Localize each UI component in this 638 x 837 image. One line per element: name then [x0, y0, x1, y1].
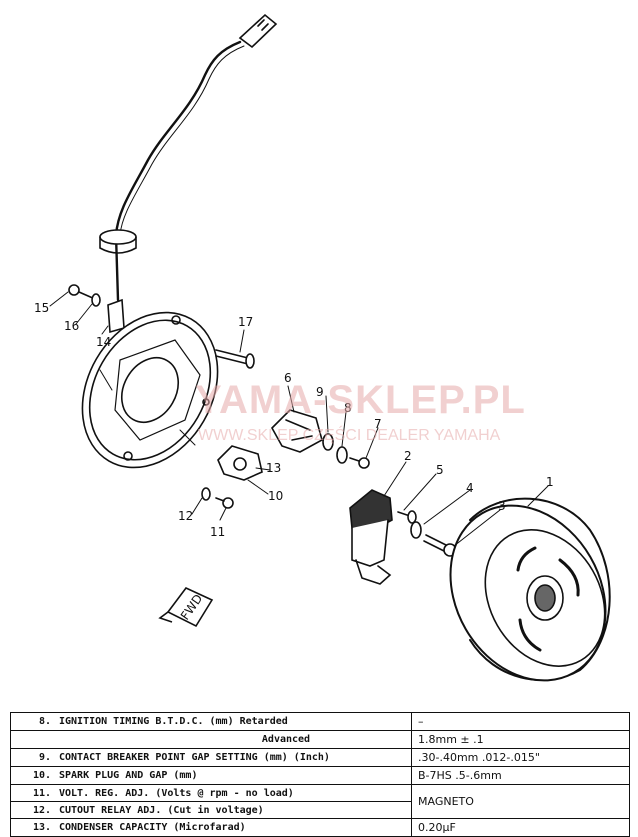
flywheel-rotor [449, 497, 611, 682]
table-row: 13.CONDENSER CAPACITY (Microfarad) 0.20µ… [10, 818, 630, 837]
callout-15: 15 [34, 301, 49, 315]
washer-12 [201, 487, 211, 501]
table-row: 10.SPARK PLUG AND GAP (mm) B-7HS .5-.6mm [10, 766, 630, 785]
bolt-15 [68, 284, 101, 307]
wire-clamp [107, 298, 125, 334]
spec-label: Advanced [10, 730, 412, 749]
spec-label: 11.VOLT. REG. ADJ. (Volts @ rpm - no loa… [10, 784, 412, 802]
callout-2: 2 [404, 449, 412, 463]
spec-label: 13.CONDENSER CAPACITY (Microfarad) [10, 818, 412, 837]
exploded-diagram: FWD 1 2 3 4 5 6 7 8 9 10 11 12 13 14 15 … [34, 13, 611, 682]
lead-wire [114, 40, 242, 302]
spec-value: – [411, 712, 630, 731]
washer-4 [410, 521, 422, 539]
callout-11: 11 [210, 525, 225, 539]
table-row: 8.IGNITION TIMING B.T.D.C. (mm) Retarded… [10, 712, 630, 731]
spec-label: 8.IGNITION TIMING B.T.D.C. (mm) Retarded [10, 712, 412, 731]
spec-label: 10.SPARK PLUG AND GAP (mm) [10, 766, 412, 785]
callout-7: 7 [374, 417, 382, 431]
callout-1: 1 [546, 475, 554, 489]
table-row: 11.VOLT. REG. ADJ. (Volts @ rpm - no loa… [10, 784, 630, 819]
spec-label: 9.CONTACT BREAKER POINT GAP SETTING (mm)… [10, 748, 412, 767]
screw-7 [349, 457, 370, 469]
spec-value: MAGNETO [411, 784, 630, 819]
callout-14: 14 [96, 335, 111, 349]
callout-5: 5 [436, 463, 444, 477]
screw-5 [397, 510, 417, 524]
callout-numbers: 1 2 3 4 5 6 7 8 9 10 11 12 13 14 15 16 1… [34, 301, 554, 539]
callout-4: 4 [466, 481, 474, 495]
contact-breaker [271, 409, 323, 453]
callout-16: 16 [64, 319, 79, 333]
stator-plate [81, 311, 219, 469]
callout-17: 17 [238, 315, 253, 329]
spec-value: 0.20µF [411, 818, 630, 837]
condenser [217, 445, 263, 481]
watermark-main: YAMA-SKLEP.PL [195, 378, 526, 422]
fwd-arrow: FWD [158, 587, 214, 628]
watermark-sub: WWW.SKLEP CZĘŚCI DEALER YAMAHA [198, 427, 501, 444]
table-row: Advanced 1.8mm ± .1 [10, 730, 630, 749]
spec-table: 8.IGNITION TIMING B.T.D.C. (mm) Retarded… [10, 712, 630, 837]
callout-12: 12 [178, 509, 193, 523]
screw-17 [215, 349, 255, 369]
spec-label: 12.CUTOUT RELAY ADJ. (Cut in voltage) [10, 801, 412, 819]
callout-13: 13 [266, 461, 281, 475]
spec-value: .30-.40mm .012-.015" [411, 748, 630, 767]
table-row: 9.CONTACT BREAKER POINT GAP SETTING (mm)… [10, 748, 630, 767]
callout-6: 6 [284, 371, 292, 385]
washer-9 [322, 433, 334, 451]
wire-connector [238, 13, 278, 49]
screw-11 [215, 497, 234, 509]
grommet [99, 229, 137, 254]
bolt-3 [423, 534, 457, 557]
spec-value: B-7HS .5-.6mm [411, 766, 630, 785]
ignition-coil [349, 489, 393, 585]
callout-10: 10 [268, 489, 283, 503]
spec-value: 1.8mm ± .1 [411, 730, 630, 749]
washer-8 [336, 446, 348, 464]
callout-3: 3 [498, 499, 506, 513]
callout-9: 9 [316, 385, 324, 399]
callout-8: 8 [344, 401, 352, 415]
leader-lines [49, 291, 549, 547]
